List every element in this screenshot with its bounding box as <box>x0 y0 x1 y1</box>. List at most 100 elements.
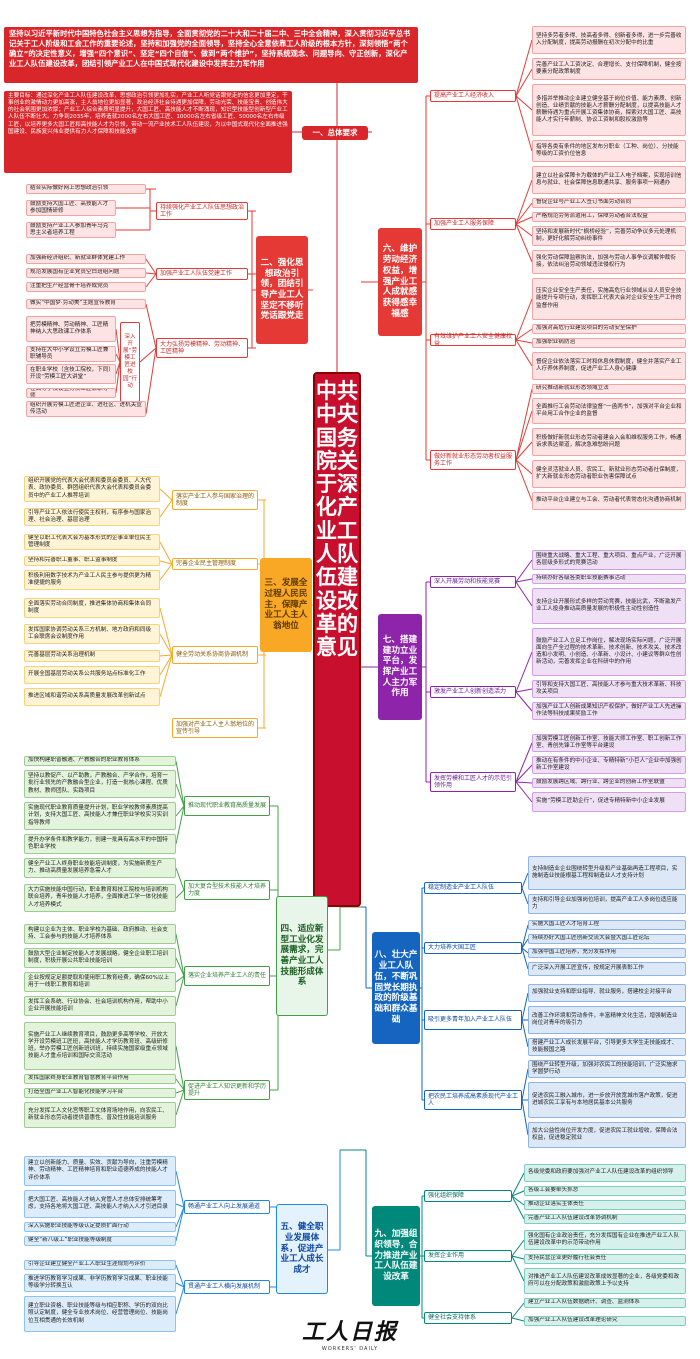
connector <box>175 1206 185 1228</box>
s6-item-13: 研究推动新就业形态领域立法 <box>532 384 686 394</box>
connector <box>515 216 533 225</box>
s5-item-3: 健全“新八级工”职业技能等级制度 <box>24 1236 176 1246</box>
connector <box>175 975 185 1007</box>
s9-m1: 强化组织保障 <box>424 1190 512 1202</box>
s8-item-6: 加强就业支持和职业指导、就业服务，搭建校企对接平台 <box>528 984 686 1002</box>
connector <box>515 388 533 461</box>
s6-item-6: 严格规范劳务派遣用工，保障劳动者合法权益 <box>532 212 686 222</box>
connector <box>511 1255 525 1282</box>
s5-item-4: 引导企业建立健全产业工人职业生涯规划与评价 <box>24 1260 176 1270</box>
connector <box>515 578 533 583</box>
connector <box>515 298 533 341</box>
s3-item-8: 开展全国基层劳动关系公共服务站点标准化工作 <box>24 666 160 684</box>
s9-item-1: 各级工会要牵头抓总 <box>524 1186 686 1196</box>
s4-label: 四、适应新型工业化发展需求，完善产业工人技能形成体系 <box>276 896 328 1016</box>
s3-item-2: 健全以职工代表大会为基本形式的企事业单位民主管理制度 <box>24 534 160 550</box>
s7-item-6: 加强劳模工匠创新工作室、技能大师工作室、职工创新工作室、青创先锋工作室等平台建设 <box>532 734 686 752</box>
s8-item-10: 促进农民工融入城市，进一步放开放宽城市落户政策，促进进城农民工享有与本地居民基本… <box>528 1082 686 1118</box>
connector <box>515 742 533 783</box>
s9-item-7: 建立产业工人队伍数据统计、调查、监测体系 <box>524 1298 686 1308</box>
s3-m1: 落实产业工人参与国家治理的制度 <box>172 490 258 510</box>
connector <box>521 947 529 970</box>
s4-m4: 促进产业工人知识更新和学历提升 <box>184 1080 270 1100</box>
connector <box>145 272 157 275</box>
s6-item-9: 压实企业安全生产责任，实施高危行业领域从业人员安全技能提升专项行动，发挥职工代表… <box>532 278 686 320</box>
connector <box>159 499 173 518</box>
s6-item-12: 督促企业依法落实工时和休息休假制度，健全并落实产业工人疗养休养制度，促进产业工人… <box>532 352 686 380</box>
s5-m1: 畅通产业工人向上发展通道 <box>184 1200 270 1214</box>
s6-item-17: 推动平台企业建立与工会、劳动者代表常态化沟通协商机制 <box>532 492 686 510</box>
s4-item-4: 健全产业工人终身职业技能培训制度，为实施新质生产力、推动高质量发展培养急需人才 <box>24 858 176 878</box>
s3-item-6: 发挥国家协调劳动关系三方机制、地方政府和同级工会联席会议制度作用 <box>24 624 160 644</box>
s3-m3: 健全劳动关系协商协调机制 <box>172 646 258 664</box>
top-banner: 坚持以习近平新时代中国特色社会主义思想为指导，全面贯彻党的二十大和二十届二中、三… <box>4 27 418 83</box>
main-title: 中共中央国务院关于深化产业工人队伍建设改革的意见 <box>313 372 361 907</box>
connector <box>175 1170 185 1208</box>
s6-m4: 做好新就业形态劳动者权益服务工作 <box>430 450 516 470</box>
s2-item-6: 做实“中国梦·劳动美”主题宣传教育 <box>26 299 146 309</box>
connector <box>515 688 533 693</box>
connector <box>175 1286 185 1315</box>
s5-item-6: 建立职业资格、职业技能等级与相应职称、学历的双向比照认定制度，健全专业技术岗位、… <box>24 1296 176 1332</box>
connector <box>159 607 173 656</box>
s6-item-16: 健全灵活就业人员、农民工、新就业形态劳动者社保制度，扩大新就业形态劳动者职业伤害… <box>532 460 686 488</box>
s2-item-3: 加强新经济组织、新就业群体党建工作 <box>26 254 146 264</box>
s3-label: 三、发展全过程人民民主，保障产业工人主人翁地位 <box>260 558 312 652</box>
s4-item-5: 大力实施技能中国行动，职业教育和技工院校与培训机构联合培养，青年技能人才培养，全… <box>24 884 176 912</box>
s6-item-5: 督促企业与产业工人签订书面劳动合同 <box>532 198 686 208</box>
s4-item-12: 打造全国产业工人智能化技能学习平台 <box>24 1088 176 1098</box>
connector <box>145 347 157 415</box>
logo-en: WORKERS' DAILY <box>321 1346 379 1352</box>
connector <box>175 1089 185 1116</box>
s4-item-8: 企业按规定足额提取和使用职工教育经费，确保60%以上用于一线职工教育和培训 <box>24 972 176 992</box>
s2-item-7: 把劳模精神、劳动精神、工匠精神纳入大思政课工作体系 <box>26 316 116 342</box>
s4-item-10: 实施产业工人继续教育项目，鼓励更多高等学校、开放大学开设劳模班工匠班，高技能人才… <box>24 1022 176 1070</box>
connector <box>115 328 121 363</box>
s6-m1: 提高产业工人经济收入 <box>430 90 516 102</box>
connector <box>159 563 173 581</box>
s8-item-1: 支持和引导企业加强岗位培训，提高产业工人多岗位适应能力 <box>528 894 686 914</box>
s8-item-7: 改善工作环境和劳动条件，丰富精神文化生活，增强制造业岗位对青年的吸引力 <box>528 1006 686 1034</box>
connector <box>175 1264 185 1288</box>
s6-item-1: 完善产业工人工资决定、合理增长、支付保障机制，健全按要素分配政策制度 <box>532 58 686 80</box>
connector <box>175 805 185 845</box>
connector <box>515 339 533 344</box>
s2-m3: 大力弘扬劳模精神、劳动精神、工匠精神 <box>156 338 248 358</box>
connector <box>515 223 533 263</box>
connector <box>521 1068 529 1101</box>
s4-m1: 推动现代职业教育高质量发展 <box>184 796 270 816</box>
s8-item-5: 广泛深入开展工匠宣传，按规定开展表彰工作 <box>528 962 686 976</box>
s8-m4: 把农民工培养成高素质现代产业工人 <box>424 1090 522 1110</box>
s8-m1: 稳定制造业产业工人队伍 <box>424 882 522 894</box>
connector <box>175 805 185 817</box>
s8-m3: 吸引更多青年加入产业工人队伍 <box>424 1010 522 1030</box>
connector <box>145 273 157 288</box>
connector <box>515 651 533 693</box>
connector <box>115 361 121 394</box>
connector <box>521 887 529 905</box>
s6-item-3: 指导各类有条件的地区发布分职业（工种、岗位）、分技能等级的工资价位信息 <box>532 140 686 162</box>
connector <box>145 258 157 275</box>
s7-m1: 深入开展劳动和技能竞赛 <box>430 576 516 588</box>
s9-item-6: 对推进产业工人队伍建设改革成效显著的企业，各级党委和政府可以在分配政策和激励政策… <box>524 1268 686 1294</box>
connector <box>175 889 185 899</box>
s3-m2: 完善企业民主管理制度 <box>172 558 258 570</box>
logo-name: 工人日报 <box>301 1319 398 1345</box>
connector <box>515 179 533 225</box>
connector <box>511 1190 525 1197</box>
connector <box>159 654 173 657</box>
s1-label: 一、总体要求 <box>302 126 368 140</box>
s5-item-5: 推进学历教育学习成果、非学历教育学习成果、职业技能等级学分转换互认 <box>24 1274 176 1292</box>
connector <box>515 781 533 803</box>
s8-label: 八、壮大产业工人队伍，不断巩固党长期执政的阶级基础和群众基础 <box>372 932 420 1044</box>
s9-item-3: 完善产业工人队伍建设改革协调机制 <box>524 1214 686 1224</box>
s8-item-4: 加强中国工匠培养，充分发挥作用 <box>528 948 686 958</box>
connector <box>515 459 533 502</box>
s3-item-9: 推进区域和谐劳动关系高质量发展改革创新试点 <box>24 688 160 706</box>
connector <box>515 39 533 97</box>
connector <box>159 654 173 698</box>
s4-item-9: 发挥工会系统、行业协会、社会培训机构作用，帮助中小企业开展技能培训 <box>24 996 176 1016</box>
connector <box>115 353 121 363</box>
connector <box>515 202 533 225</box>
